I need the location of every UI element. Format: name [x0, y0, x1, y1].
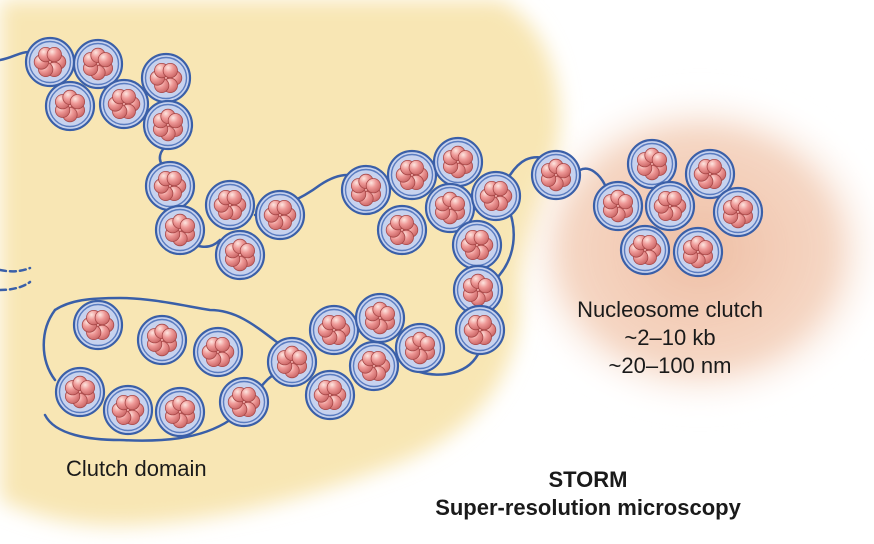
histone [94, 309, 110, 326]
clutch-size-kb: ~2–10 kb [624, 325, 716, 350]
histone [651, 152, 668, 168]
nucleosome [451, 219, 503, 271]
nucleosome [44, 80, 96, 132]
histone [408, 160, 424, 176]
nucleosome [142, 99, 194, 151]
nucleosome [254, 189, 306, 241]
nucleosome [218, 376, 270, 428]
histone [697, 240, 714, 256]
histone [330, 314, 346, 331]
nucleosome [454, 304, 506, 356]
nucleosome [102, 384, 154, 436]
histone [398, 215, 414, 231]
nucleosome [136, 314, 188, 366]
histone [276, 200, 292, 216]
nucleosome [304, 369, 356, 421]
nucleosome [192, 326, 244, 378]
method-description: Super-resolution microscopy [435, 495, 741, 520]
histone [617, 194, 634, 210]
histone [706, 159, 722, 175]
nucleosome [672, 226, 724, 278]
histone [97, 52, 114, 68]
nucleosome [354, 292, 406, 344]
histone [167, 113, 183, 129]
histone [641, 235, 657, 251]
nucleosome [214, 229, 266, 281]
nucleosome [98, 78, 150, 130]
nucleosome [54, 366, 106, 418]
histone [162, 62, 178, 79]
nucleosome [712, 186, 764, 238]
histone [477, 278, 493, 294]
nucleosome [154, 386, 206, 438]
method-name: STORM [548, 467, 628, 492]
histone [666, 191, 682, 207]
histone [79, 380, 96, 396]
histone [737, 200, 754, 216]
nucleosome [144, 160, 196, 212]
histone [326, 379, 342, 396]
histone [419, 336, 435, 352]
nucleosome [154, 204, 206, 256]
nucleosome [394, 322, 446, 374]
nucleosome [266, 336, 318, 388]
histone [240, 386, 256, 403]
background-regions [0, 0, 874, 526]
histone [370, 350, 386, 367]
histone [365, 178, 381, 194]
nucleosome [386, 149, 438, 201]
nucleosome [470, 170, 522, 222]
nucleosome [204, 179, 256, 231]
nucleosome [619, 224, 671, 276]
histone [124, 394, 140, 411]
histone [291, 350, 307, 366]
histone [120, 89, 136, 105]
nucleosome [72, 299, 124, 351]
nucleosome [684, 148, 736, 200]
histone [46, 46, 62, 63]
histone [457, 150, 473, 166]
histone [473, 230, 489, 246]
histone [379, 306, 395, 322]
histone [179, 218, 195, 234]
histone [69, 94, 86, 110]
histone [239, 243, 255, 259]
clutch-title: Nucleosome clutch [577, 297, 763, 322]
nucleosome-clutch-label: Nucleosome clutch ~2–10 kb ~20–100 nm [500, 296, 840, 380]
histone [166, 171, 182, 187]
histone [226, 190, 242, 206]
histone [449, 196, 465, 212]
histone [161, 328, 177, 344]
nucleosome [340, 164, 392, 216]
nucleosome [140, 52, 192, 104]
nucleosome [530, 149, 582, 201]
nucleosome [592, 180, 644, 232]
nucleosome [626, 138, 678, 190]
nucleosome [432, 136, 484, 188]
nucleosome [308, 304, 360, 356]
nucleosome [452, 264, 504, 316]
clutch-domain-label: Clutch domain [66, 456, 207, 481]
histone [492, 181, 508, 197]
nucleosome [72, 38, 124, 90]
histone [214, 336, 230, 353]
nucleosome [644, 180, 696, 232]
nucleosomes [24, 36, 764, 438]
histone [179, 400, 195, 416]
nucleosome [348, 340, 400, 392]
clutch-size-nm: ~20–100 nm [608, 353, 732, 378]
histone [555, 163, 572, 179]
nucleosome [376, 204, 428, 256]
method-label: STORM Super-resolution microscopy [378, 466, 798, 522]
nucleosome [24, 36, 76, 88]
histone [476, 314, 492, 331]
